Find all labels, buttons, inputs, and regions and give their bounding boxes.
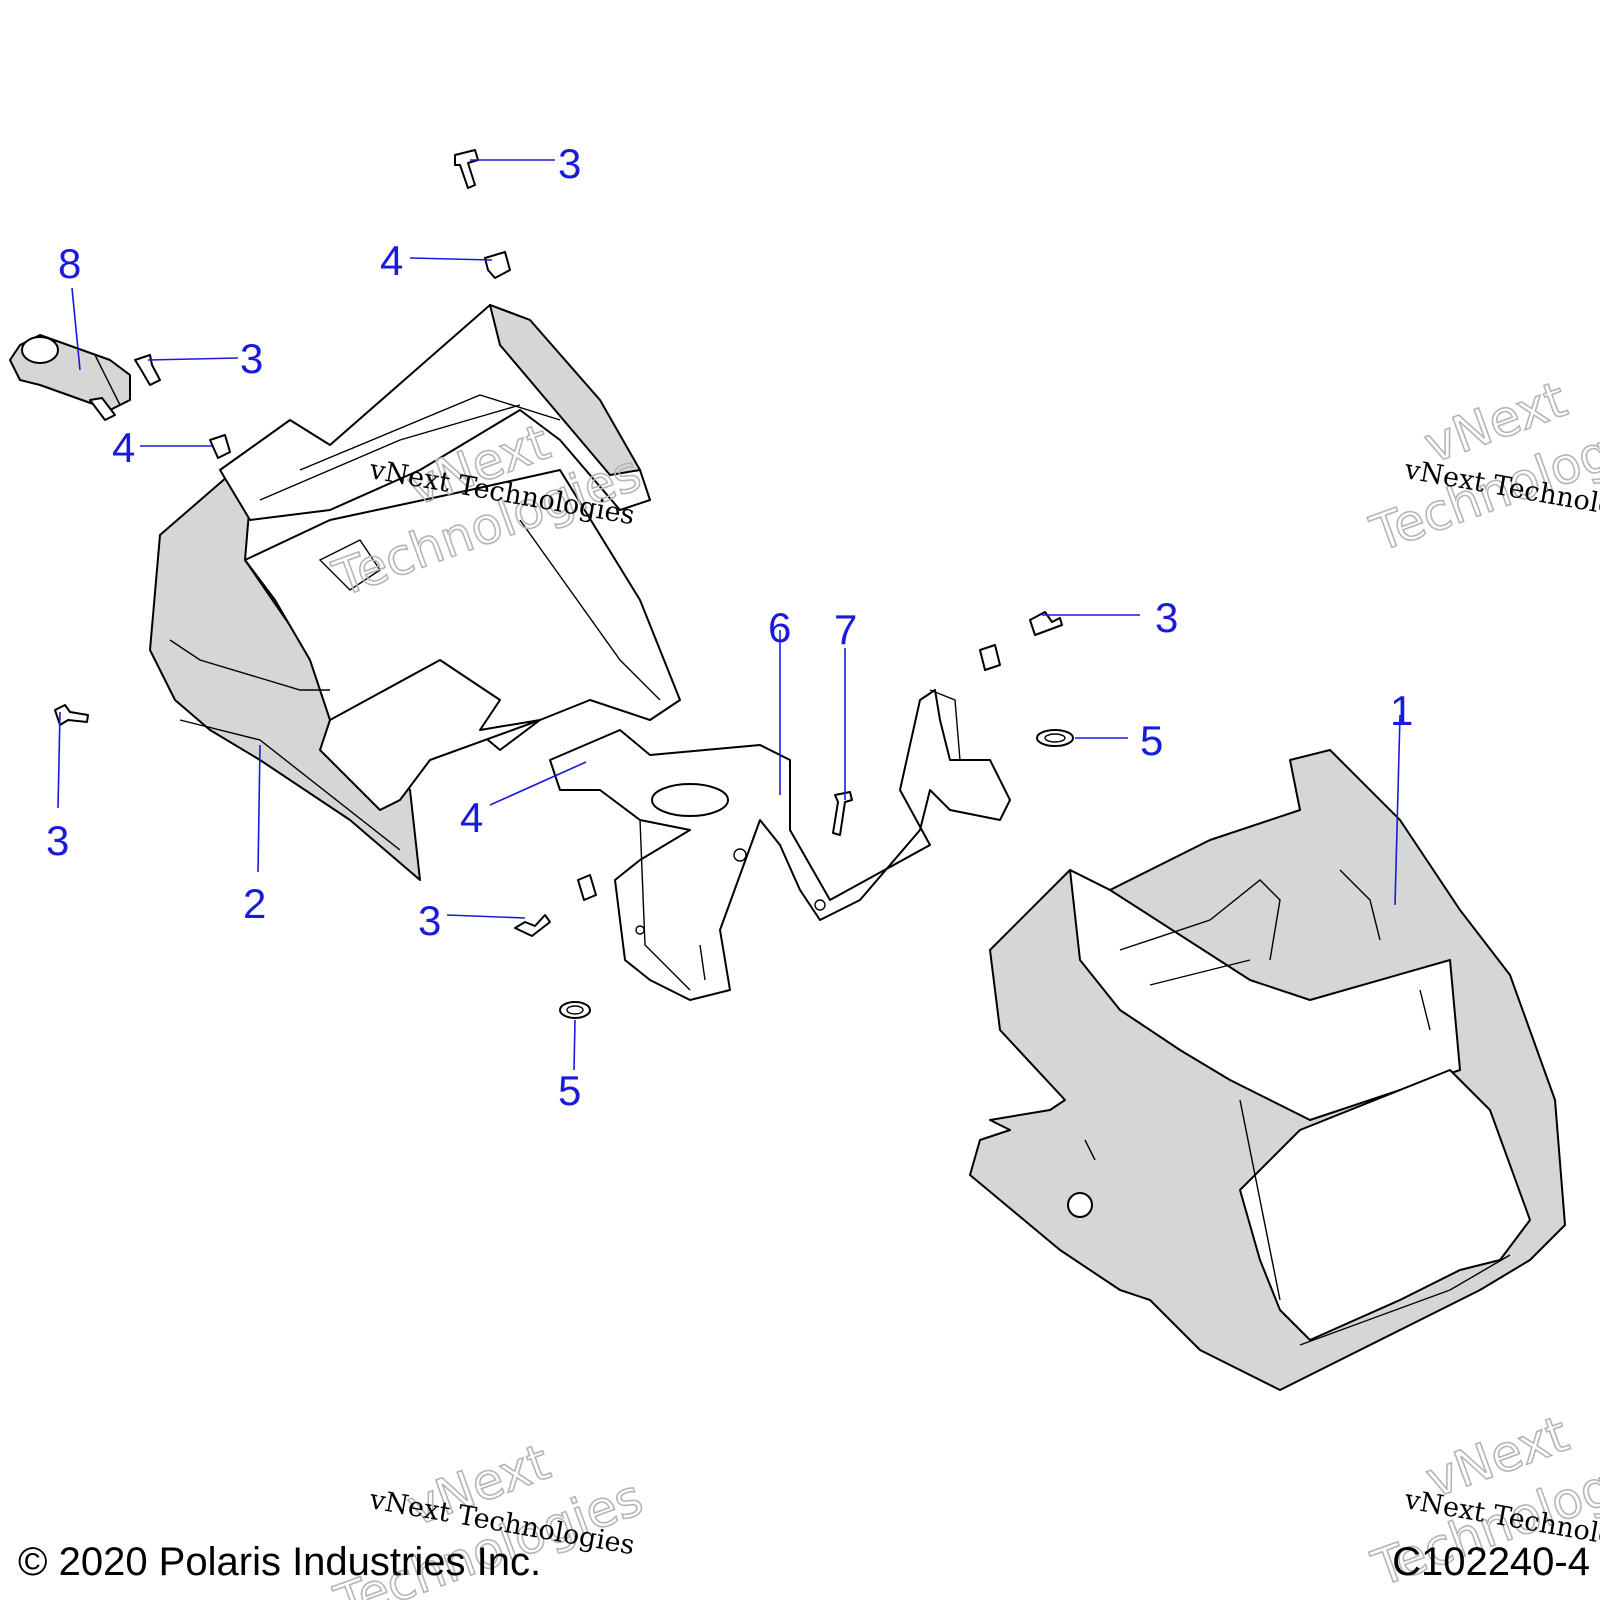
copyright-text: © 2020 Polaris Industries Inc. bbox=[18, 1540, 541, 1584]
part-6-mounting-bracket bbox=[549, 689, 1011, 1001]
leader-lines bbox=[57, 159, 1401, 1071]
callout-4-left: 4 bbox=[112, 424, 135, 471]
callout-3-left-lower: 3 bbox=[46, 817, 69, 864]
callout-5-bottom: 5 bbox=[558, 1067, 581, 1114]
diagram-code: C102240-4 bbox=[1392, 1540, 1590, 1584]
callout-3-left-upper: 3 bbox=[240, 335, 263, 382]
callout-3-top: 3 bbox=[558, 140, 581, 187]
part-2-front-housing bbox=[149, 304, 681, 881]
callout-5-right: 5 bbox=[1140, 717, 1163, 764]
callout-3-mid: 3 bbox=[418, 897, 441, 944]
callout-4-mid: 4 bbox=[460, 794, 483, 841]
callout-numbers: 3 4 8 3 4 6 7 3 1 5 4 3 2 3 5 bbox=[46, 140, 1413, 1114]
callout-6: 6 bbox=[768, 604, 791, 651]
part-1-headlight-housing bbox=[969, 749, 1566, 1391]
callout-3-right: 3 bbox=[1155, 594, 1178, 641]
callout-8: 8 bbox=[58, 240, 81, 287]
callout-1: 1 bbox=[1390, 687, 1413, 734]
watermark-group-right: vNext Technologies bbox=[1362, 369, 1600, 564]
part-8-power-outlet bbox=[9, 334, 131, 421]
callout-4-top: 4 bbox=[380, 237, 403, 284]
callout-2: 2 bbox=[243, 880, 266, 927]
callout-7: 7 bbox=[834, 606, 857, 653]
hardware-fasteners bbox=[54, 149, 1074, 1019]
